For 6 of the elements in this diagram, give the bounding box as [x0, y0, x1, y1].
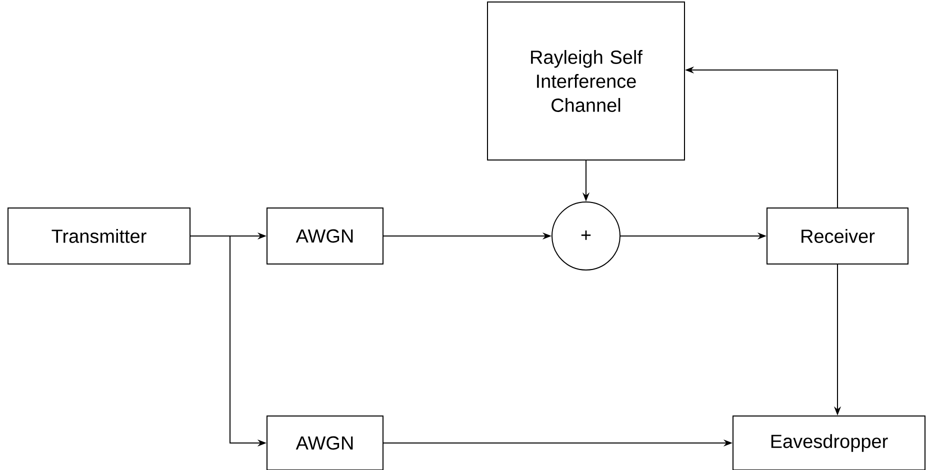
channel-box: Rayleigh Self Interference Channel [487, 2, 685, 160]
receiver-box: Receiver [766, 208, 908, 264]
eavesdropper-box: Eavesdropper [732, 416, 926, 470]
transmitter-box: Transmitter [8, 208, 190, 264]
noise-box: AWGN [266, 208, 384, 264]
noise-box: AWGN [266, 416, 384, 470]
